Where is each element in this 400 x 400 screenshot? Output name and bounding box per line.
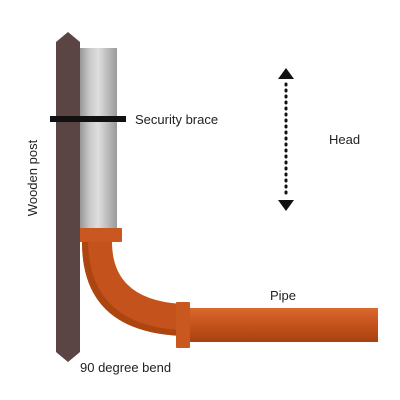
water-column-cylinder [75, 48, 117, 230]
bend-label: 90 degree bend [80, 360, 171, 375]
head-arrow-up-icon [278, 68, 294, 79]
wooden-post [56, 32, 80, 362]
pipe-coupling [176, 302, 190, 348]
head-label: Head [329, 132, 360, 147]
security-brace-label: Security brace [135, 112, 218, 127]
wooden-post-label: Wooden post [25, 139, 40, 216]
security-brace [50, 116, 126, 122]
pipe-label: Pipe [270, 288, 296, 303]
head-arrow-down-icon [278, 200, 294, 211]
horizontal-pipe [186, 308, 378, 342]
bend-top-coupling [78, 228, 122, 242]
